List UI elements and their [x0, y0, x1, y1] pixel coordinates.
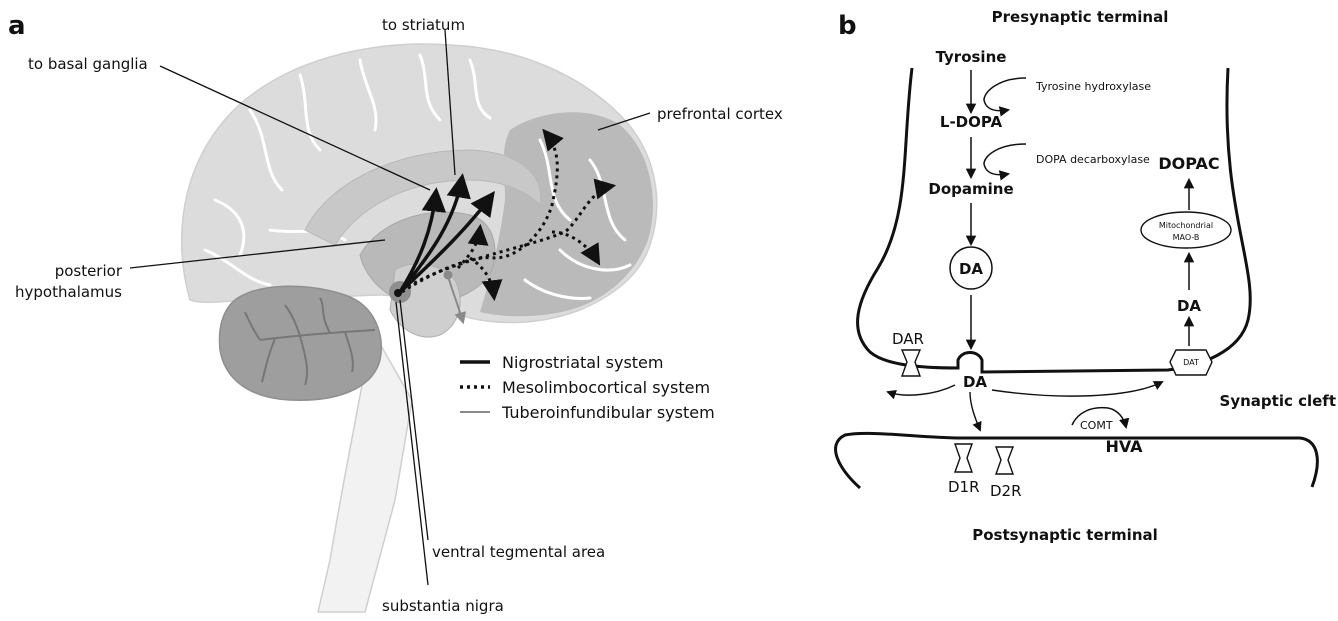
- mao-b-mitochondrion: [1141, 212, 1231, 248]
- legend-label-nigrostriatal: Nigrostriatal system: [502, 353, 663, 372]
- legend-label-tuberoinfundibular: Tuberoinfundibular system: [501, 403, 715, 422]
- label-substantia-nigra: substantia nigra: [382, 597, 504, 615]
- dat-label: DAT: [1183, 358, 1199, 367]
- da-vesicle-label: DA: [959, 260, 983, 278]
- da-cleft-label: DA: [963, 373, 987, 391]
- arrow-da-to-d1r: [970, 392, 980, 430]
- ldopa-label: L-DOPA: [940, 113, 1003, 131]
- legend-label-mesolimbocortical: Mesolimbocortical system: [502, 378, 710, 397]
- label-prefrontal-cortex: prefrontal cortex: [657, 105, 783, 123]
- dopa-decarboxylase-label: DOPA decarboxylase: [1036, 153, 1150, 166]
- postsynaptic-label: Postsynaptic terminal: [972, 526, 1158, 544]
- panel-a: a: [8, 11, 783, 615]
- comt-label: COMT: [1080, 419, 1113, 432]
- arrow-da-to-dar: [888, 385, 955, 395]
- tyrosine-label: Tyrosine: [936, 48, 1007, 66]
- dopac-label: DOPAC: [1158, 154, 1219, 173]
- label-posterior: posterior: [55, 262, 123, 280]
- prefrontal-region: [480, 112, 653, 316]
- panel-b-letter: b: [838, 11, 857, 41]
- synaptic-cleft-label: Synaptic cleft: [1220, 392, 1336, 410]
- cerebellum: [219, 286, 381, 400]
- mao-label-line2: MAO-B: [1173, 233, 1200, 242]
- d1r-receptor: [955, 444, 972, 472]
- dopamine-label: Dopamine: [928, 180, 1013, 198]
- panel-a-letter: a: [8, 11, 26, 41]
- hva-label: HVA: [1105, 437, 1143, 456]
- legend: Nigrostriatal system Mesolimbocortical s…: [460, 353, 715, 422]
- presynaptic-label: Presynaptic terminal: [992, 8, 1169, 26]
- label-to-basal-ganglia: to basal ganglia: [28, 55, 148, 73]
- postsynaptic-membrane: [836, 433, 1318, 488]
- tyrosine-hydroxylase-curve: [984, 78, 1026, 111]
- label-ventral-tegmental-area: ventral tegmental area: [432, 543, 605, 561]
- label-to-striatum: to striatum: [382, 16, 465, 34]
- dar-receptor: [902, 350, 920, 376]
- panel-b: b Presynaptic terminal Tyrosine Tyrosine…: [836, 8, 1336, 544]
- tyrosine-hydroxylase-label: Tyrosine hydroxylase: [1035, 80, 1151, 93]
- dopa-decarboxylase-curve: [984, 144, 1026, 175]
- dar-label: DAR: [892, 330, 924, 348]
- arrow-da-to-dat: [992, 382, 1162, 396]
- da-reuptake-label: DA: [1177, 297, 1201, 315]
- label-hypothalamus: hypothalamus: [15, 283, 122, 301]
- d2r-receptor: [996, 447, 1013, 474]
- d2r-label: D2R: [990, 482, 1022, 500]
- d1r-label: D1R: [948, 478, 980, 496]
- mao-label-line1: Mitochondrial: [1159, 221, 1213, 230]
